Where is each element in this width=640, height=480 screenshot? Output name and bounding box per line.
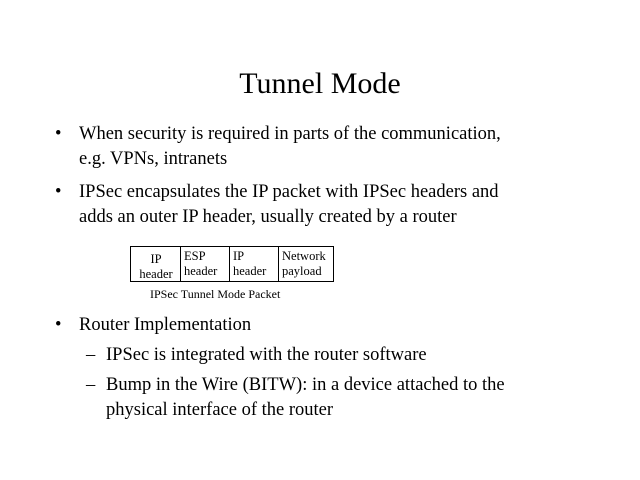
packet-cell-esp-header: ESP header — [181, 247, 230, 281]
packet-cell-network-payload: Network payload — [279, 247, 333, 281]
slide-title: Tunnel Mode — [239, 67, 401, 100]
sub-bullet-marker: – — [86, 345, 96, 365]
packet-cell-outer-ip-header: IP header — [131, 247, 181, 281]
sub-bullet-bump-in-the-wire: – Bump in the Wire (BITW): in a device a… — [86, 373, 606, 423]
packet-cell-text: IP — [233, 249, 245, 263]
packet-cell-text: Network — [282, 249, 326, 263]
packet-cell-text: header — [233, 264, 267, 278]
packet-cell-inner-ip-header: IP header — [230, 247, 279, 281]
bullet-marker: • — [55, 315, 62, 335]
bullet-ipsec-encapsulates: • IPSec encapsulates the IP packet with … — [55, 180, 599, 230]
bullet-router-implementation: • Router Implementation — [55, 313, 599, 338]
packet-cell-text: header — [139, 267, 173, 281]
tunnel-mode-packet-diagram: IP header ESP header IP header Network p… — [130, 246, 334, 282]
bullet-line: Router Implementation — [79, 315, 252, 335]
bullet-line: e.g. VPNs, intranets — [79, 149, 228, 169]
packet-cell-text: header — [184, 264, 218, 278]
sub-bullet-line: physical interface of the router — [106, 400, 334, 420]
packet-cell-text: IP — [150, 252, 162, 266]
bullet-security-required: • When security is required in parts of … — [55, 122, 599, 172]
packet-cell-text: payload — [282, 264, 322, 278]
bullet-line: When security is required in parts of th… — [79, 124, 501, 144]
bullet-line: IPSec encapsulates the IP packet with IP… — [79, 182, 499, 202]
bullet-marker: • — [55, 182, 62, 202]
bullet-marker: • — [55, 124, 62, 144]
sub-bullet-marker: – — [86, 375, 96, 395]
packet-diagram-caption: IPSec Tunnel Mode Packet — [150, 287, 281, 301]
packet-cell-text: ESP — [184, 249, 206, 263]
sub-bullet-integrated-router: – IPSec is integrated with the router so… — [86, 343, 606, 368]
bullet-line: adds an outer IP header, usually created… — [79, 207, 457, 227]
sub-bullet-line: Bump in the Wire (BITW): in a device att… — [106, 375, 505, 395]
sub-bullet-line: IPSec is integrated with the router soft… — [106, 345, 427, 365]
